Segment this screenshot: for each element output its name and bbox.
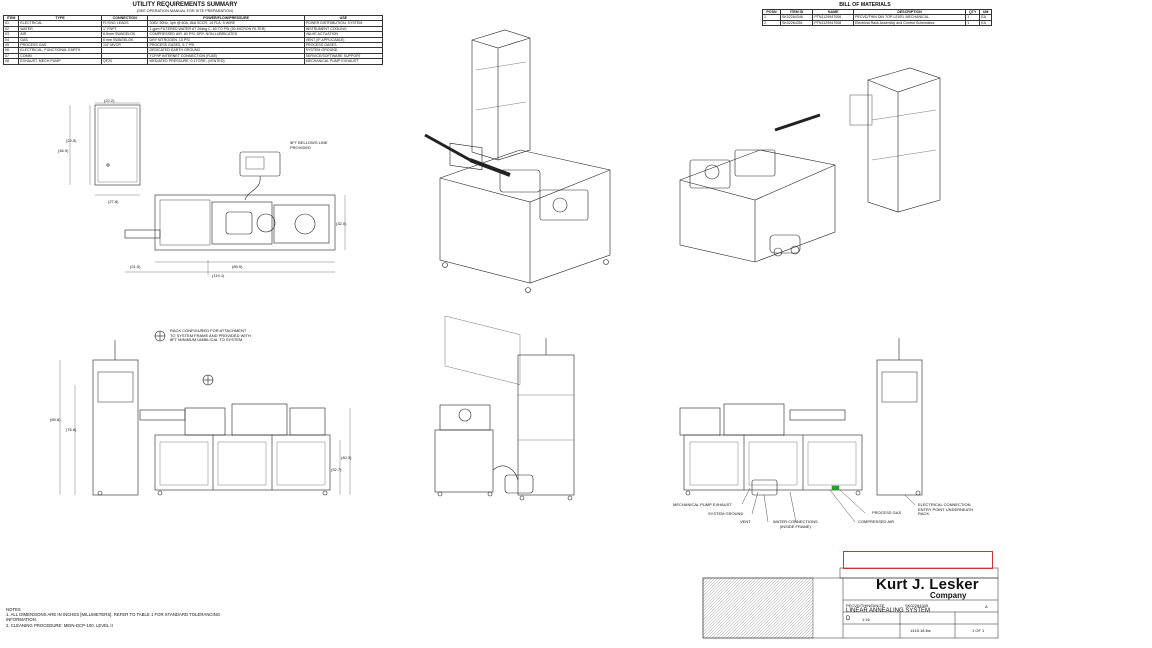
utility-table-cell: FLYING LEADS	[100, 20, 149, 27]
note-1: 1. ALL DIMENSIONS ARE IN INCHES [MILLIME…	[6, 612, 221, 623]
title-scale: 1:16	[862, 617, 870, 622]
dim-plan-w3: (119.1)	[212, 273, 225, 278]
notes-block: NOTES 1. ALL DIMENSIONS ARE IN INCHES [M…	[6, 607, 236, 628]
isometric-view-left	[424, 29, 611, 385]
callout-water: WATER CONNECTIONS (INSIDE FRAME)	[773, 519, 818, 529]
utility-table-title: UTILITY REQUIREMENTS SUMMARY	[132, 2, 238, 8]
rear-elevation	[679, 338, 923, 523]
dim-top-h1: (22.5)	[66, 138, 77, 143]
callout-system-ground: SYSTEM GROUND	[708, 511, 744, 516]
utility-table-cell: INSTRUMENT COOLING	[303, 25, 384, 33]
utility-table-header-cell: CONNECTION	[100, 14, 149, 22]
bom-header-cell: QTY	[965, 8, 981, 16]
utility-table-cell: QF20	[100, 58, 149, 65]
note-2: 2. CLEANING PROCEDURE: MEIN-DCP-100, LEV…	[6, 622, 113, 628]
front-elevation	[59, 330, 351, 496]
dim-plan-w1: (21.5)	[130, 264, 141, 269]
utility-table-cell: 6 mm SWAGELOK	[100, 36, 149, 44]
red-warning-box	[843, 551, 993, 569]
bom-cell: EA	[979, 14, 992, 21]
callout-mech-exhaust: MECHANICAL PUMP EXHAUST	[673, 502, 732, 507]
isometric-view-right	[679, 67, 941, 263]
title-rev: A	[985, 604, 988, 609]
bom-cell: SK02264346	[779, 14, 814, 21]
dim-front-h2: (76.6)	[66, 427, 77, 432]
utility-table-cell: SERVICE/SOFTWARE SUPPORT	[303, 52, 384, 60]
title-weight: 1415.18 lbs	[910, 628, 931, 633]
company-sub: Company	[930, 591, 967, 600]
notes-heading: NOTES	[6, 607, 21, 612]
utility-table-cell: 6.5mm SWAGELOK	[100, 31, 149, 38]
callout-vent: VENT	[740, 519, 751, 524]
dim-front-h4: (32.7)	[331, 467, 342, 472]
dim-plan-w2: (89.5)	[232, 264, 243, 269]
dim-front-h3: (40.3)	[341, 455, 352, 460]
utility-table-cell: VENT (IF APPLICABLE)	[303, 36, 384, 44]
company-logo: Kurt J. Lesker	[876, 576, 979, 593]
bom-header-cell: UM	[979, 8, 992, 16]
side-elevation	[434, 338, 575, 501]
bom-cell: EA	[979, 19, 992, 27]
utility-table-cell: 08	[2, 58, 20, 65]
utility-table-cell: MECHANICAL PUMP EXHAUST	[303, 58, 384, 65]
dim-top-w1: (22.2)	[104, 98, 115, 103]
callout-rack: RACK CONFIGURED FOR ATTACHMENT TO SYSTEM…	[170, 328, 251, 343]
callout-electrical: ELECTRICAL CONNECTION ENTRY POINT UNDERN…	[918, 502, 974, 517]
title-part-name: PECVD/THIN/DIN/ZE	[846, 603, 885, 608]
callout-compressed-air: COMPRESSED AIR	[858, 519, 895, 524]
bom-header-cell: ITEM ID	[779, 8, 814, 16]
dim-top-h2: (46.9)	[58, 148, 69, 153]
plan-view	[124, 151, 346, 275]
utility-table-header-cell: USE	[303, 14, 384, 22]
title-drawing-no: SK02264345	[905, 603, 929, 608]
dim-front-h1: (89.8)	[50, 417, 61, 422]
title-description: LINEAR ANNEALING SYSTEM	[846, 608, 931, 614]
utility-table-subtitle: (SEE OPERATION MANUAL FOR SITE PREPARATI…	[136, 9, 234, 13]
dim-top-d1: (27.8)	[108, 199, 119, 204]
title-size: D	[846, 616, 851, 622]
title-block-frame	[702, 567, 999, 639]
side-view-top-left	[69, 102, 141, 196]
bom-cell: 1	[965, 19, 981, 27]
bom-cell: SK02264351	[779, 19, 814, 27]
bom-title: BILL OF MATERIALS	[839, 2, 891, 8]
callout-process-gas: PROCESS GAS	[872, 510, 902, 515]
utility-table-cell: POWER DISTRIBUTION, SYSTEM	[303, 20, 384, 27]
title-sheet: 1 OF 1	[972, 628, 985, 633]
compressed-air-marker	[831, 485, 840, 491]
utility-table-header-cell: ITEM	[2, 14, 20, 22]
dim-plan-d: (32.0)	[336, 221, 347, 226]
callout-bellows: 5FT BELLOWS LINE PROVIDED	[290, 140, 328, 150]
